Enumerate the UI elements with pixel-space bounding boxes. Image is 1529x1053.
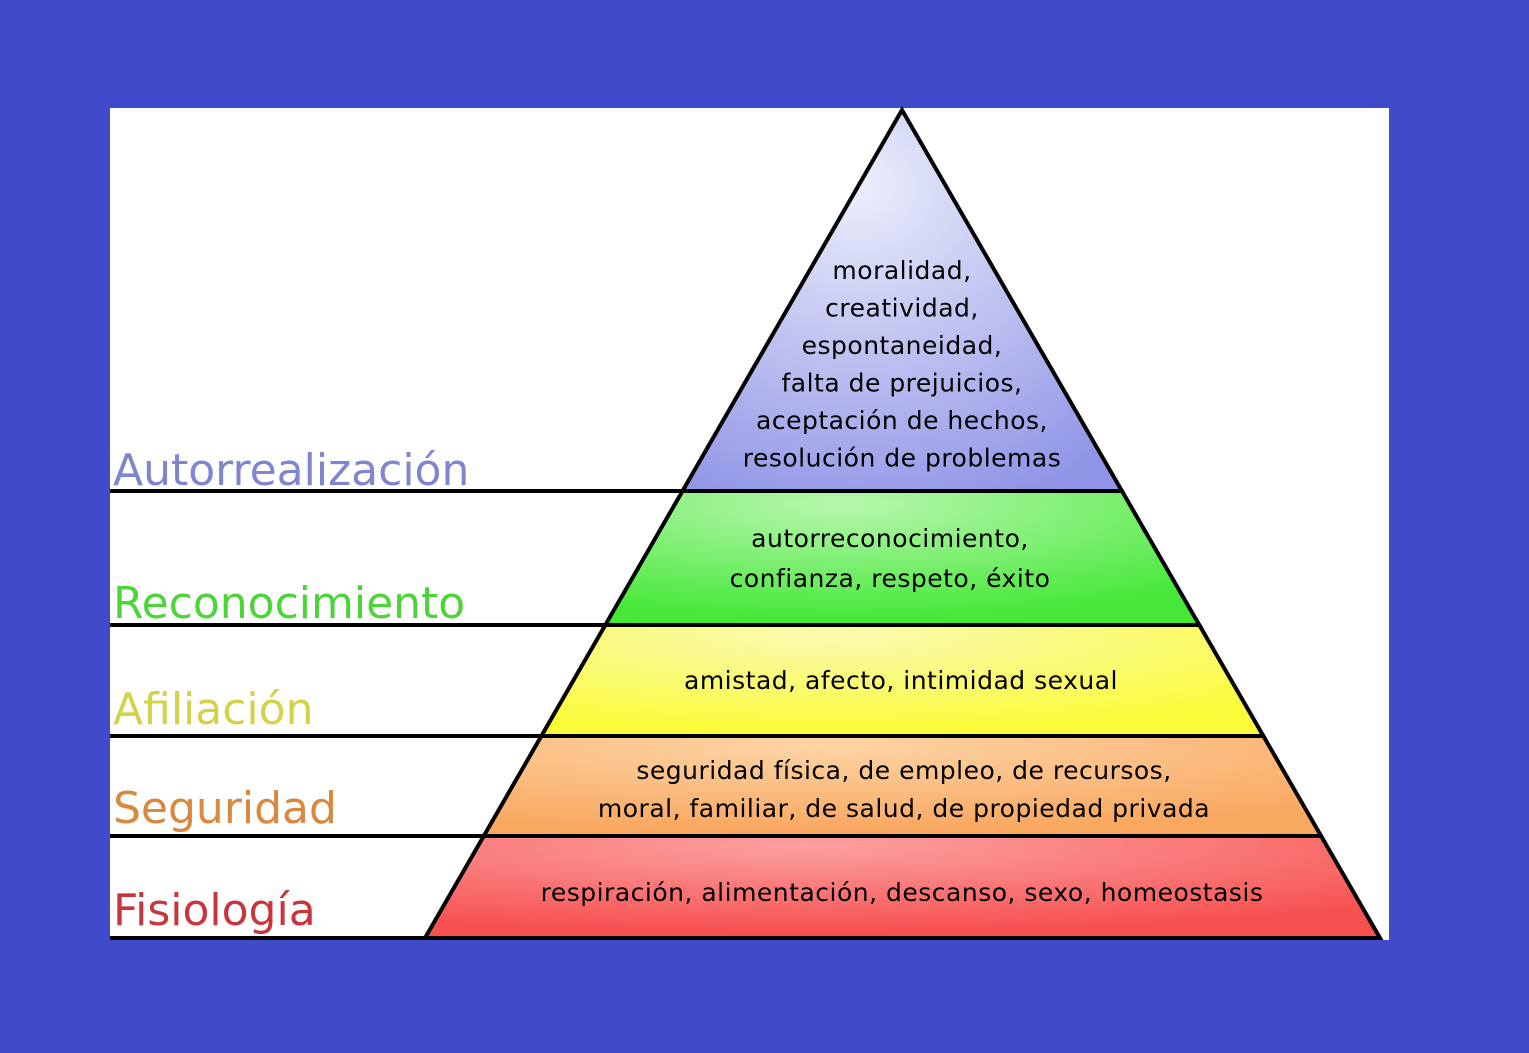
tier-reconocimiento	[601, 489, 1203, 627]
tier-text-seguridad: seguridad física, de empleo, de recursos…	[636, 756, 1171, 785]
tier-text-autorrealizacion: creatividad,	[825, 294, 979, 323]
tier-descriptions: moralidad, creatividad, espontaneidad, falt…	[541, 256, 1264, 907]
level-label-autorrealizacion: Autorrealización	[113, 445, 469, 496]
pyramid-tiers	[421, 105, 1384, 940]
tier-text-seguridad: moral, familiar, de salud, de propiedad …	[598, 794, 1210, 823]
level-label-seguridad: Seguridad	[113, 783, 337, 834]
tier-text-autorrealizacion: falta de prejuicios,	[781, 369, 1022, 398]
level-label-afiliacion: Afiliación	[113, 684, 313, 735]
tier-text-afiliacion: amistad, afecto, intimidad sexual	[684, 666, 1118, 695]
tier-text-reconocimiento: confianza, respeto, éxito	[730, 564, 1051, 593]
tier-text-autorrealizacion: aceptación de hechos,	[756, 406, 1048, 435]
level-label-reconocimiento: Reconocimiento	[113, 578, 465, 629]
level-labels: AutorrealizaciónReconocimientoAfiliación…	[113, 445, 469, 936]
tier-text-autorrealizacion: resolución de problemas	[743, 444, 1061, 473]
tier-fisiologia	[421, 834, 1384, 940]
tier-text-autorrealizacion: moralidad,	[832, 256, 971, 285]
tier-text-fisiologia: respiración, alimentación, descanso, sex…	[541, 878, 1264, 907]
tier-text-autorrealizacion: espontaneidad,	[802, 331, 1003, 360]
level-divider-lines	[110, 489, 683, 940]
tier-text-reconocimiento: autorreconocimiento,	[751, 524, 1029, 553]
level-label-fisiologia: Fisiología	[113, 885, 316, 936]
